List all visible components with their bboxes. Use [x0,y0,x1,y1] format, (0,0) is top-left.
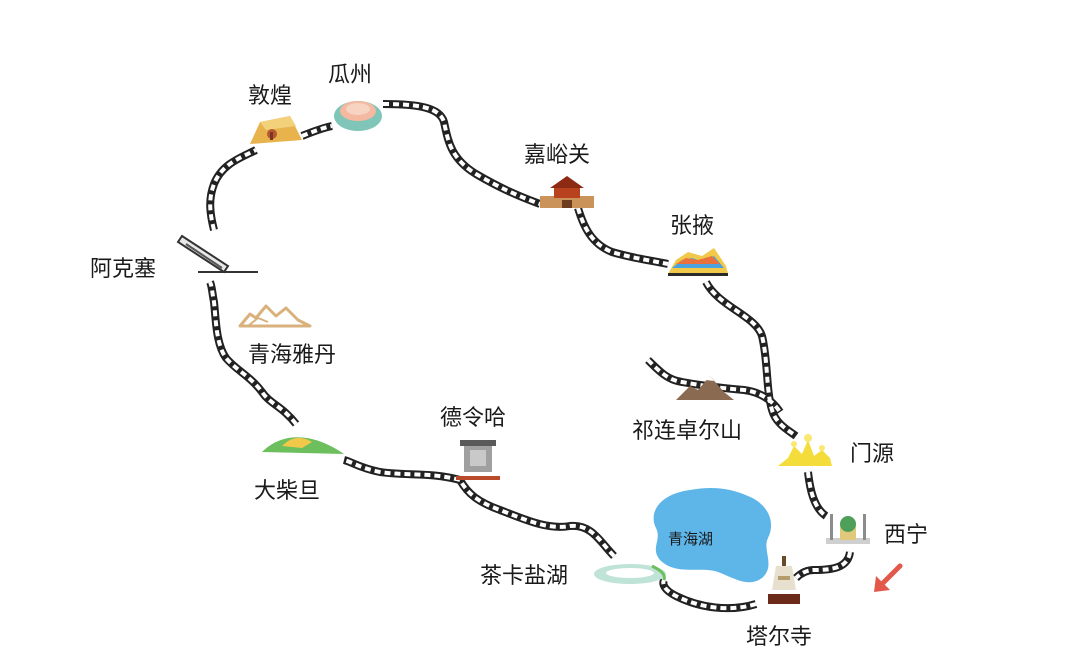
rail-dash [301,124,333,138]
rail-dash [661,579,757,611]
guazhou-melon-icon [334,101,382,131]
label-xining: 西宁 [884,523,928,548]
qinghai-lake [653,488,772,583]
rail-segment-zhangye-menyuan [702,279,799,440]
rail-segment-delingha-dachaidan [342,456,462,484]
rail-dash [208,148,257,231]
zhangye-danxia-icon [668,248,728,276]
label-guazhou: 瓜州 [328,63,372,88]
label-akesai: 阿克塞 [90,257,156,282]
chaka-saltlake-icon [594,564,666,584]
dachaidan-hill-icon [262,437,344,454]
rail-segment-chaka-delingha [456,477,617,559]
rail-dash [806,471,828,518]
rail-segment-akesai-dunhuang [206,146,258,231]
qilian-mountain-icon [676,376,734,400]
label-delingha: 德令哈 [440,406,506,431]
label-zhangye: 张掖 [670,214,714,239]
label-taer: 塔尔寺 [746,625,812,650]
label-qilian: 祁连卓尔山 [632,419,742,444]
akesai-monument-icon [176,234,258,274]
start-arrow-icon [874,563,903,592]
rail-dash [382,102,541,206]
jiayuguan-fortress-icon [540,176,594,208]
label-dunhuang: 敦煌 [248,84,292,109]
lake-label: 青海湖 [668,530,713,548]
rail-segment-taer-chaka [659,578,758,613]
rail-dash [208,281,298,426]
label-chaka: 茶卡盐湖 [480,564,568,589]
rail-dash [458,478,616,558]
rail-dash [343,458,461,482]
xining-mosque-icon [826,514,870,544]
dunhuang-mogao-icon [250,116,302,144]
delingha-monument-icon [456,440,500,480]
rail-dash [794,551,852,580]
rail-segment-jiayuguan-zhangye [574,206,669,268]
taer-pagoda-icon [768,556,800,604]
rail-segment-guazhou-jiayuguan [382,100,542,208]
label-dachaidan: 大柴旦 [254,479,320,504]
label-jiayuguan: 嘉峪关 [524,143,590,168]
menyuan-flower-icon [778,434,832,466]
label-yadan: 青海雅丹 [248,343,336,368]
label-menyuan: 门源 [850,442,894,467]
yadan-landform-icon [238,304,312,328]
rail-dash [704,280,798,438]
